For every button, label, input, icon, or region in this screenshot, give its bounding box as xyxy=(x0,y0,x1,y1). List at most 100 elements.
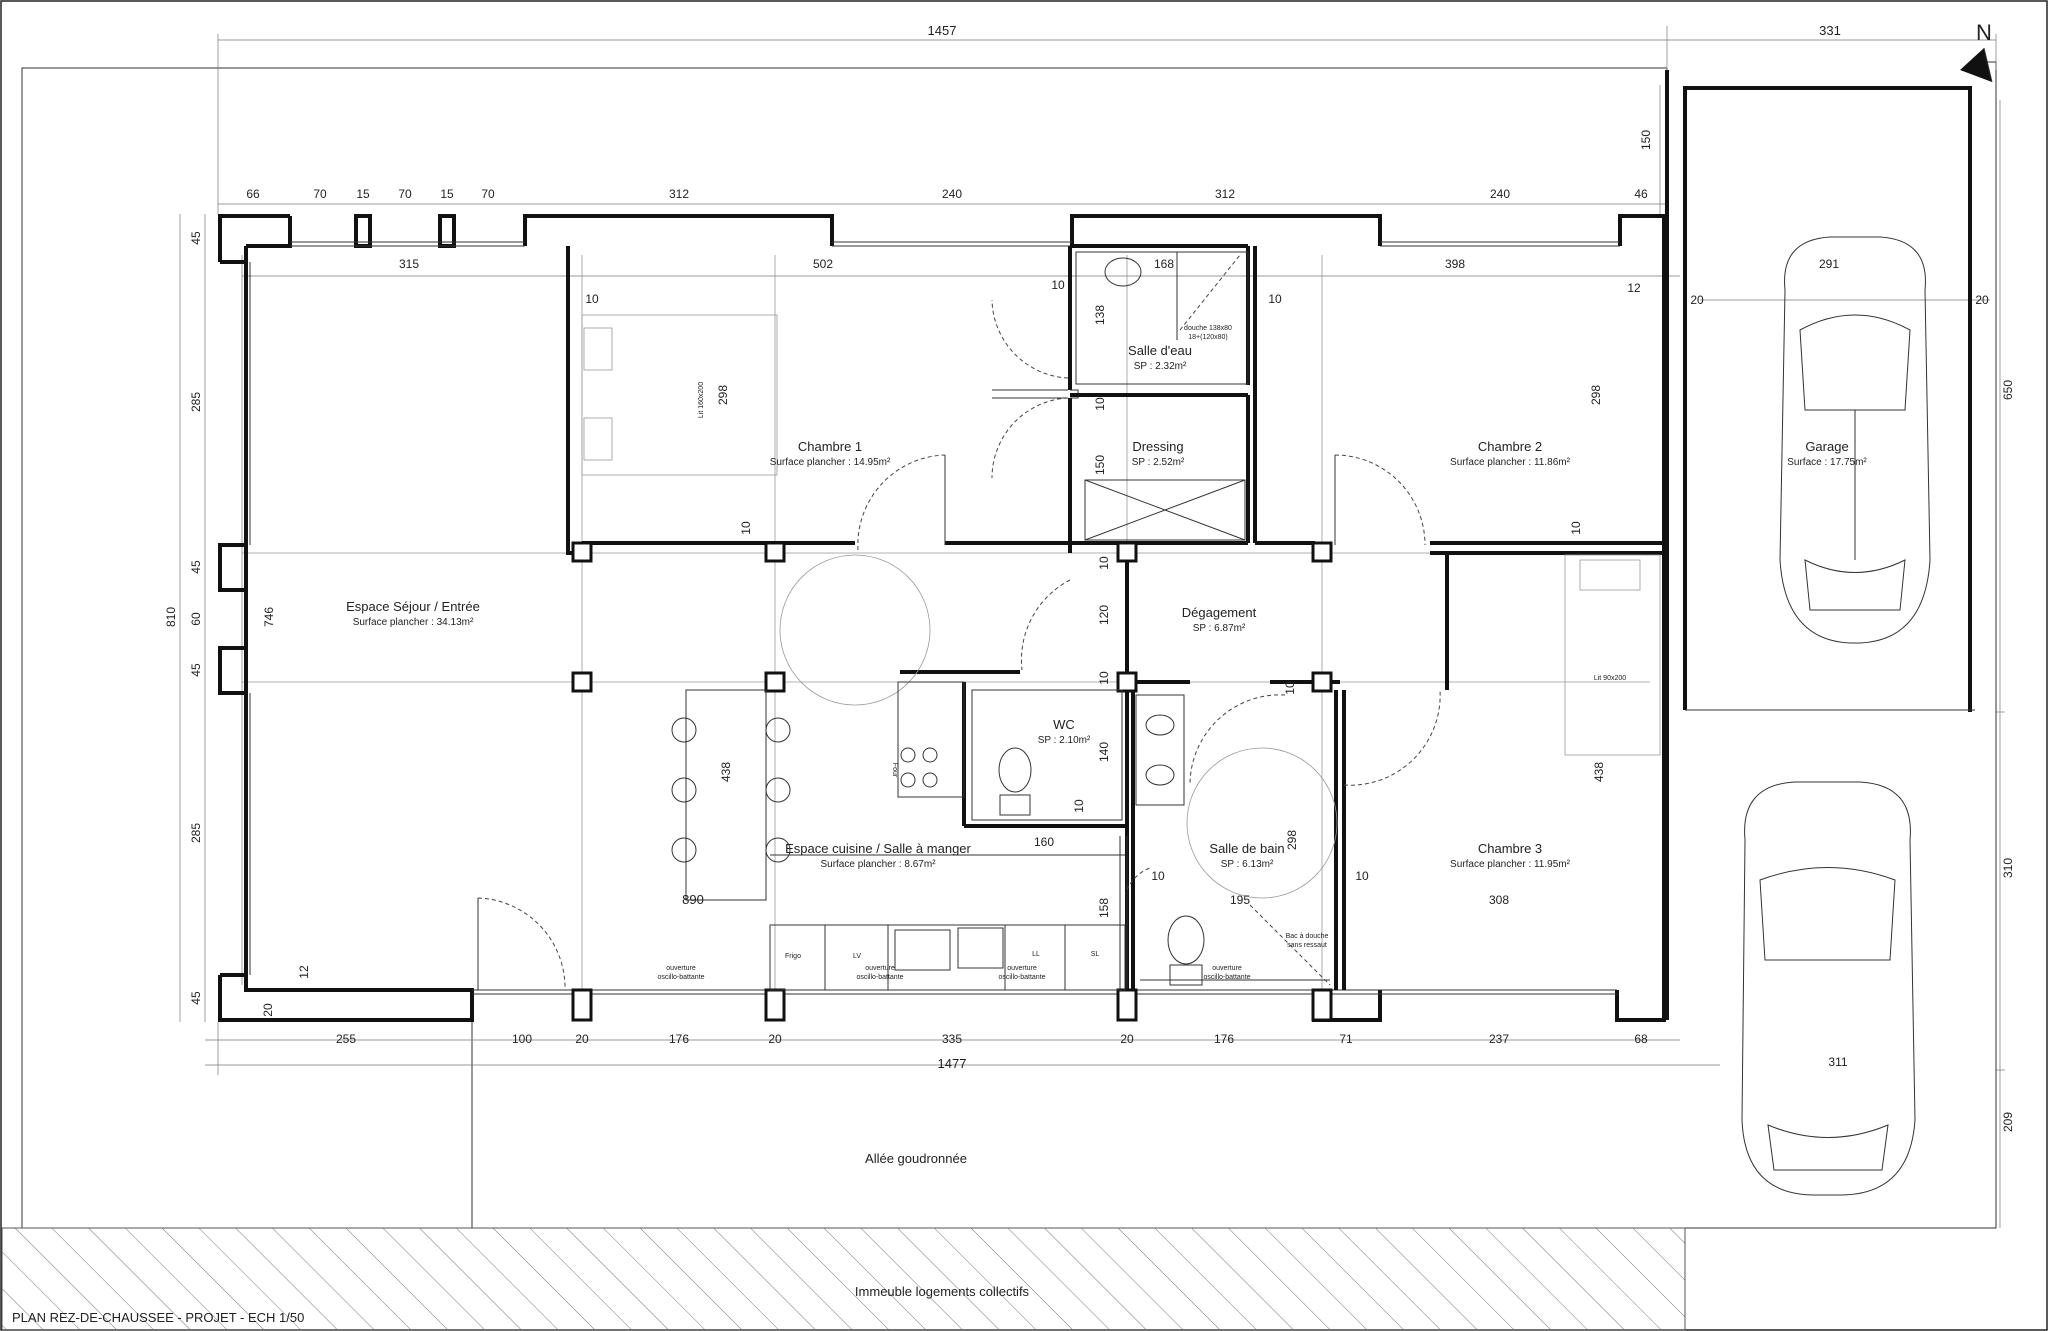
dim-interior: 890 xyxy=(682,892,704,907)
dim-garage-top: 331 xyxy=(1819,23,1841,38)
dim-left: 45 xyxy=(189,560,203,574)
dim-interior: 10 xyxy=(585,292,599,306)
dim-interior: 10 xyxy=(1569,521,1583,535)
dim-garage-right: 209 xyxy=(2001,1112,2015,1132)
room-surface: SP : 2.52m² xyxy=(1132,457,1185,468)
dim-top: 240 xyxy=(1490,187,1510,201)
bed-chambre-1 xyxy=(581,314,778,476)
salle-eau-fixtures xyxy=(1075,251,1249,541)
kitchen-fixtures xyxy=(671,681,1126,991)
room-name: Espace Séjour / Entrée xyxy=(346,599,480,614)
dim-bottom: 20 xyxy=(575,1032,589,1046)
window-label: ouverture xyxy=(1212,965,1242,972)
interior-walls xyxy=(566,244,1664,1000)
dim-overall-top: 1457 xyxy=(928,23,957,38)
shower-label: 18+(120x80) xyxy=(1188,334,1228,341)
dim-bottom: 68 xyxy=(1634,1032,1648,1046)
room-surface: Surface plancher : 11.95m² xyxy=(1450,859,1571,870)
dim-interior: 10 xyxy=(1097,671,1111,685)
room-name: WC xyxy=(1053,717,1075,732)
dim-bottom: 335 xyxy=(942,1032,962,1046)
room-labels: Espace Séjour / Entrée Surface plancher … xyxy=(346,343,1867,870)
room-surface: SP : 6.13m² xyxy=(1221,859,1274,870)
north-label: N xyxy=(1976,20,1992,45)
dim-interior: 298 xyxy=(1285,830,1299,850)
dim-top: 70 xyxy=(398,187,412,201)
dim-interior: 10 xyxy=(1051,278,1065,292)
dim-overall-left: 810 xyxy=(164,607,178,627)
dim-top: 15 xyxy=(440,187,454,201)
dim-bottom: 20 xyxy=(1120,1032,1134,1046)
door-swings xyxy=(477,299,1441,991)
car-outdoor-icon xyxy=(1741,781,1916,1196)
room-name: Chambre 1 xyxy=(798,439,862,454)
shower-label: douche 138x80 xyxy=(1184,325,1232,332)
window-label: oscillo-battante xyxy=(1203,974,1250,981)
window-label: ouverture xyxy=(865,965,895,972)
dim-interior: 10 xyxy=(1268,292,1282,306)
dim-top: 46 xyxy=(1634,187,1648,201)
dim-inner-top: 398 xyxy=(1445,257,1465,271)
dim-interior: 298 xyxy=(1589,385,1603,405)
dim-bottom: 176 xyxy=(669,1032,689,1046)
room-surface: SP : 2.10m² xyxy=(1038,735,1091,746)
dim-interior: 12 xyxy=(1627,281,1641,295)
structural-posts xyxy=(571,541,1333,1022)
dim-interior: 10 xyxy=(1355,869,1369,883)
dim-inner-top: 315 xyxy=(399,257,419,271)
dim-bottom: 71 xyxy=(1339,1032,1353,1046)
dim-interior: 160 xyxy=(1034,835,1054,849)
room-name: Salle d'eau xyxy=(1128,343,1192,358)
room-surface: Surface plancher : 11.86m² xyxy=(1450,457,1571,468)
car-garage-icon xyxy=(1779,236,1931,644)
bed-label: Lit 90x200 xyxy=(1594,675,1626,682)
dim-garage-right: 20 xyxy=(1975,293,1989,307)
dim-interior: 138 xyxy=(1093,305,1107,325)
window-label: ouverture xyxy=(1007,965,1037,972)
room-name: Salle de bain xyxy=(1209,841,1284,856)
dim-top: 70 xyxy=(481,187,495,201)
dim-left: 285 xyxy=(189,392,203,412)
dim-inner-top: 168 xyxy=(1154,257,1174,271)
dimension-lines xyxy=(179,26,2005,1228)
dim-bottom: 176 xyxy=(1214,1032,1234,1046)
dim-garage-right: 650 xyxy=(2001,380,2015,400)
window-label: oscillo-battante xyxy=(998,974,1045,981)
dim-left: 60 xyxy=(189,612,203,626)
bed-chambre-3 xyxy=(1564,554,1661,756)
dim-garage-right: 310 xyxy=(2001,858,2015,878)
dim-interior: 195 xyxy=(1230,893,1250,907)
dim-left: 45 xyxy=(189,991,203,1005)
dim-interior: 298 xyxy=(716,385,730,405)
dim-interior: 10 xyxy=(1093,397,1107,411)
dim-car: 311 xyxy=(1828,1055,1847,1069)
dim-top: 312 xyxy=(669,187,689,201)
dim-top: 15 xyxy=(356,187,370,201)
room-surface: Surface : 17.75m² xyxy=(1787,457,1867,468)
window-label: oscillo-battante xyxy=(856,974,903,981)
dim-garage-offset: 150 xyxy=(1639,130,1653,150)
bath-label: sans ressaut xyxy=(1287,942,1327,949)
dim-bottom: 20 xyxy=(768,1032,782,1046)
room-name: Chambre 3 xyxy=(1478,841,1542,856)
dim-garage-right: 20 xyxy=(1690,293,1704,307)
room-name: Garage xyxy=(1805,439,1848,454)
room-name: Chambre 2 xyxy=(1478,439,1542,454)
room-surface: Surface plancher : 8.67m² xyxy=(820,859,936,870)
neighbor-building-hatch xyxy=(1,1227,1686,1331)
room-surface: SP : 6.87m² xyxy=(1193,623,1246,634)
dim-interior: 140 xyxy=(1097,742,1111,762)
dim-overall-bottom: 1477 xyxy=(938,1056,967,1071)
room-name: Espace cuisine / Salle à manger xyxy=(785,841,971,856)
fridge-label: Frigo xyxy=(785,953,801,960)
sanitary-fixtures xyxy=(971,689,1331,986)
dim-bottom: 100 xyxy=(512,1032,532,1046)
dishwasher-label: LV xyxy=(853,953,861,960)
dim-interior: 10 xyxy=(739,521,753,535)
dim-interior: 158 xyxy=(1097,898,1111,918)
dim-top: 312 xyxy=(1215,187,1235,201)
oven-label: Four xyxy=(891,763,898,778)
driveway-label: Allée goudronnée xyxy=(865,1151,967,1166)
